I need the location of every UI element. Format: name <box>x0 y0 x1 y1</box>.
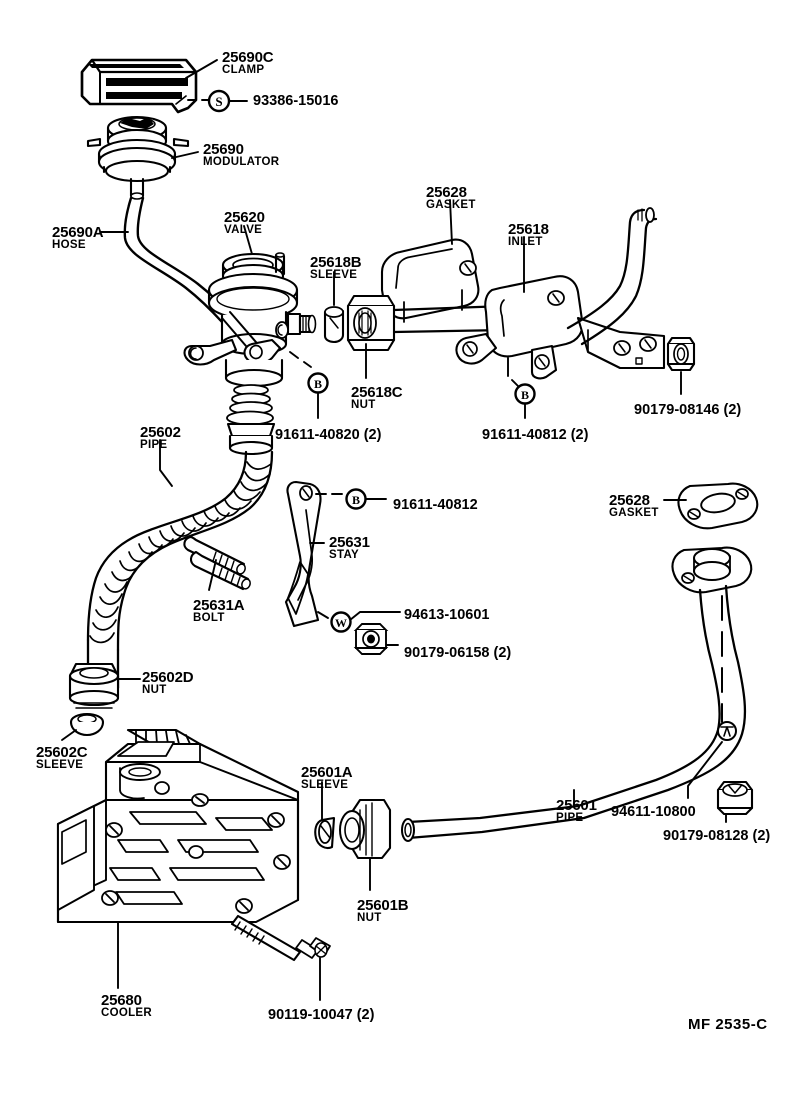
fastener-label-f-93386: 93386-15016 <box>253 93 339 109</box>
part-name: VALVE <box>224 224 263 236</box>
fastener-washer-94611-10800 <box>717 721 737 741</box>
svg-text:B: B <box>521 388 529 402</box>
part-inlet-25618 <box>323 207 666 380</box>
diagram-code: MF 2535-C <box>688 1016 768 1033</box>
part-number: 25620 <box>224 209 265 226</box>
fastener-label-f-90179-08146: 90179-08146 (2) <box>634 402 742 418</box>
part-number: 25618 <box>508 221 549 238</box>
part-name: HOSE <box>52 239 86 251</box>
symbol-bolt-b-3: B <box>345 488 367 510</box>
part-number: 25618C <box>351 384 403 401</box>
fastener-label-f-90179-08128: 90179-08128 (2) <box>663 828 771 844</box>
symbol-bolt-b-1: B <box>307 372 329 394</box>
part-name: SLEEVE <box>310 269 358 281</box>
fastener-label-f-90119-10047: 90119-10047 (2) <box>268 1007 375 1023</box>
part-pipe-flange-upper <box>671 546 753 594</box>
part-name: NUT <box>142 684 167 696</box>
part-name: NUT <box>351 399 376 411</box>
part-cooler-25680 <box>56 728 300 924</box>
fastener-label-f-91611-40820: 91611-40820 (2) <box>275 427 382 443</box>
part-number: 25631A <box>193 597 245 614</box>
part-name: PIPE <box>556 812 584 824</box>
part-number: 25628 <box>609 492 650 509</box>
part-clamp-25690c <box>80 58 198 114</box>
part-name: NUT <box>357 912 382 924</box>
part-gasket-25628-right <box>677 482 759 530</box>
part-name: PIPE <box>140 439 168 451</box>
fastener-nut-90179-08146 <box>666 336 696 372</box>
part-stay-25631 <box>284 480 322 628</box>
part-number: 25690 <box>203 141 244 158</box>
part-bolt-25631a <box>183 535 251 591</box>
part-number: 25631 <box>329 534 370 551</box>
svg-text:B: B <box>314 377 322 391</box>
part-nut-25602d <box>68 662 120 709</box>
part-flex-pipe-25602 <box>86 450 274 694</box>
symbol-bolt-b-2: B <box>514 383 536 405</box>
fastener-label-f-91611-40812-a: 91611-40812 (2) <box>482 427 589 443</box>
fastener-label-f-94613-10601: 94613-10601 <box>404 607 490 623</box>
fastener-bolt-90119-10047 <box>230 914 331 962</box>
svg-text:B: B <box>352 493 360 507</box>
part-name: INLET <box>508 236 543 248</box>
part-sleeve-25601a <box>314 816 336 850</box>
part-name: GASKET <box>426 199 476 211</box>
part-egr-valve-25620 <box>183 252 317 456</box>
part-name: SLEEVE <box>36 759 84 771</box>
symbol-washer-w-1: W <box>330 611 352 633</box>
part-number: 25618B <box>310 254 362 271</box>
svg-text:S: S <box>215 94 222 109</box>
leader-lines <box>61 59 727 1001</box>
part-number: 25601B <box>357 897 409 914</box>
part-name: COOLER <box>101 1007 152 1019</box>
part-number: 25602 <box>140 424 181 441</box>
fastener-nut-90179-08128 <box>716 780 754 816</box>
fastener-label-f-90179-06158: 90179-06158 (2) <box>404 645 512 661</box>
fastener-label-f-94611-10800: 94611-10800 <box>611 804 696 820</box>
part-name: CLAMP <box>222 64 265 76</box>
part-name: GASKET <box>609 507 659 519</box>
part-number: 25602C <box>36 744 88 761</box>
part-name: STAY <box>329 549 359 561</box>
symbol-screw-s: S <box>207 89 231 113</box>
part-number: 25601A <box>301 764 353 781</box>
part-number: 25628 <box>426 184 467 201</box>
fastener-symbols: S B B B W <box>207 89 536 633</box>
part-name: SLEEVE <box>301 779 349 791</box>
svg-text:W: W <box>335 616 347 630</box>
part-number: 25680 <box>101 992 142 1009</box>
part-name: MODULATOR <box>203 156 280 168</box>
part-number: 25601 <box>556 797 597 814</box>
part-nut-25601b <box>339 798 392 860</box>
part-number: 25690C <box>222 49 274 66</box>
fastener-label-f-91611-40812-b: 91611-40812 <box>393 497 478 513</box>
part-sleeve-25602c <box>69 712 105 737</box>
fastener-nut-90179-06158 <box>353 623 389 655</box>
part-name: BOLT <box>193 612 225 624</box>
part-modulator-25690 <box>86 115 190 200</box>
part-number: 25690A <box>52 224 104 241</box>
part-number: 25602D <box>142 669 194 686</box>
